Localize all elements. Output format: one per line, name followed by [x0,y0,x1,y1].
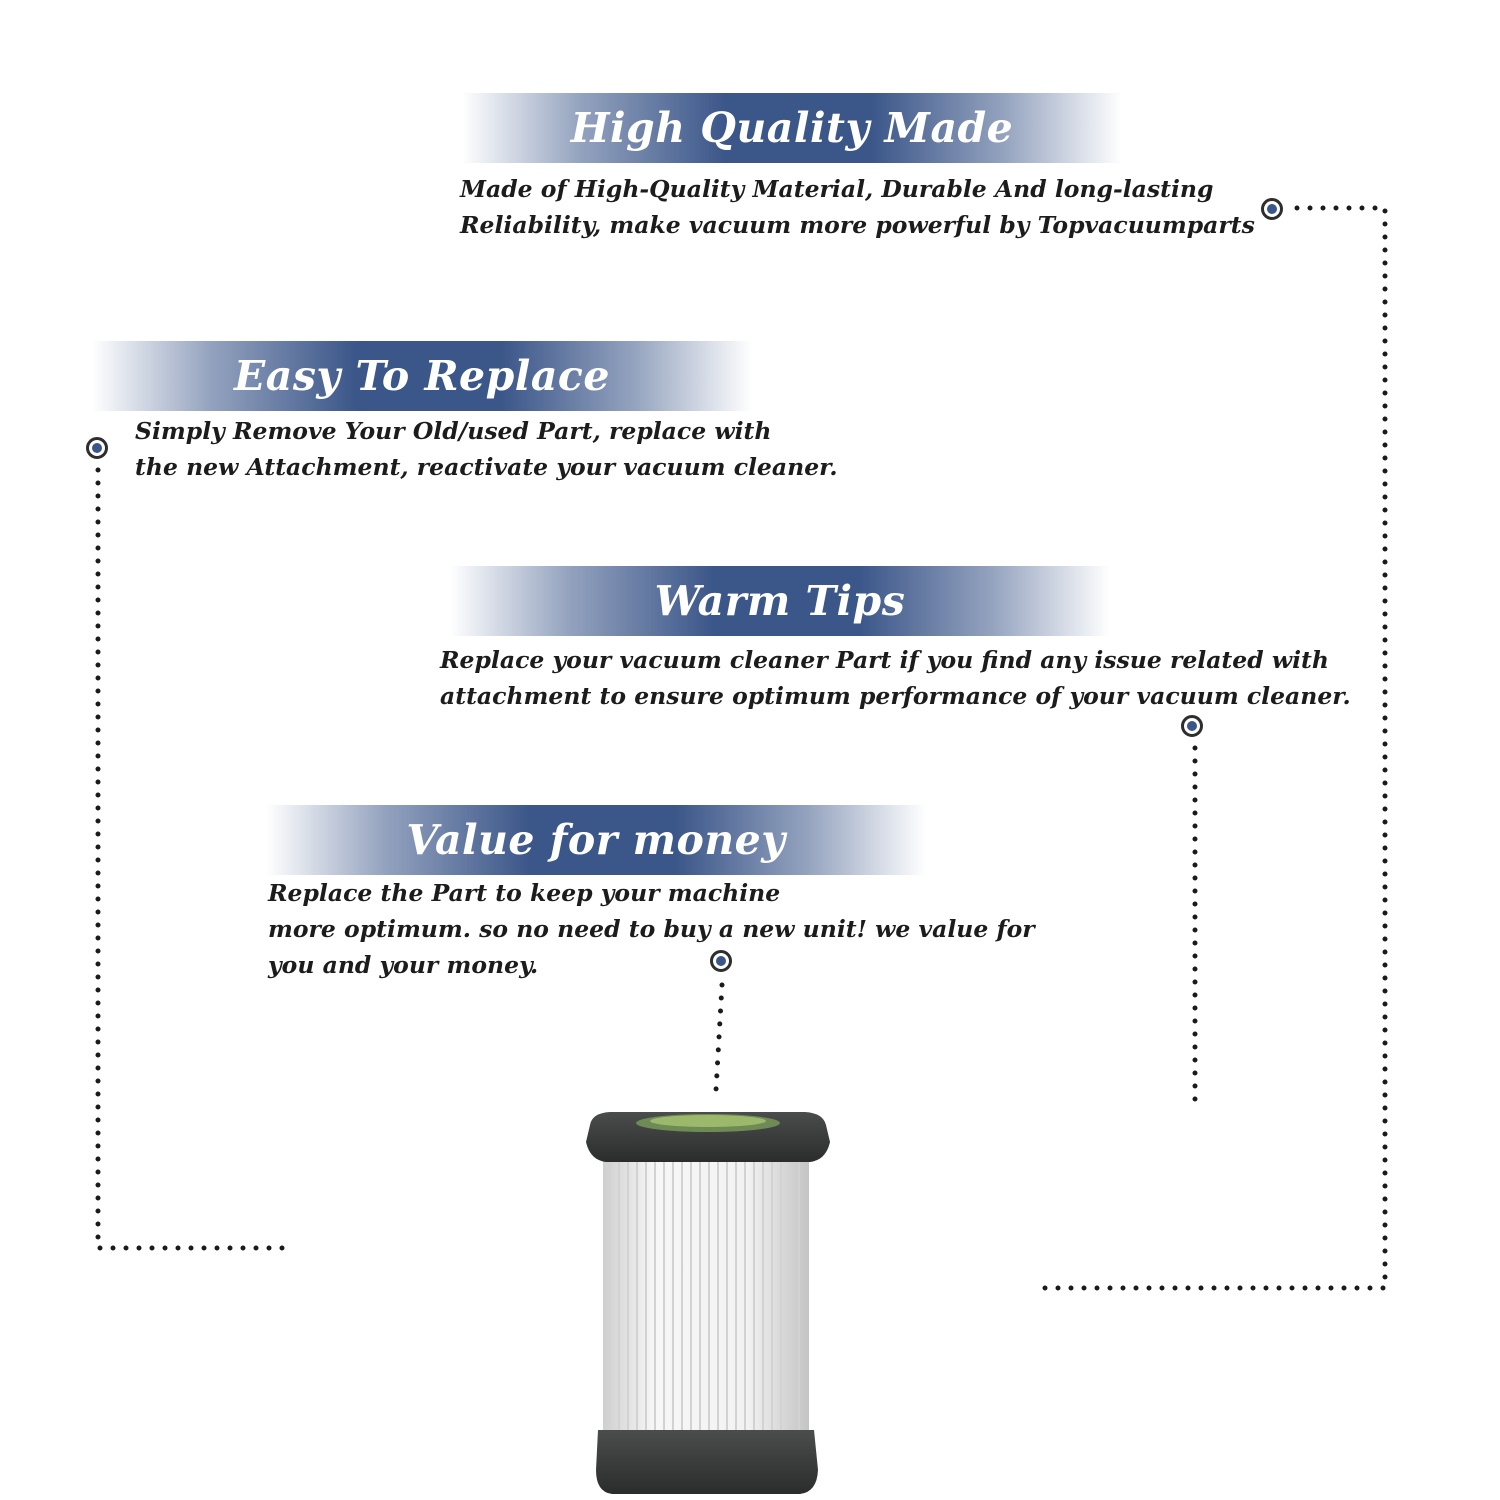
connector-value-money [713,982,725,1093]
section-title: Warm Tips [654,577,906,625]
section-title: High Quality Made [570,104,1014,152]
banner-warm-tips: Warm Tips [450,566,1110,636]
marker-dot-icon [1181,715,1203,737]
description-value-for-money: Replace the Part to keep your machine mo… [268,875,1035,983]
description-line: Replace the Part to keep your machine [268,879,781,907]
marker-dot-icon [86,437,108,459]
filter-pleat-lines [609,1160,800,1432]
banner-value-for-money: Value for money [266,805,926,875]
banner-easy-to-replace: Easy To Replace [92,341,752,411]
description-line: more optimum. so no need to buy a new un… [268,915,1035,943]
filter-bottom-cap [596,1430,818,1494]
description-line: Reliability, make vacuum more powerful b… [460,211,1255,239]
section-title: Easy To Replace [234,352,610,400]
description-line: you and your money. [268,951,539,979]
marker-dot-icon [710,950,732,972]
description-line: the new Attachment, reactivate your vacu… [135,453,838,481]
filter-label-ring [650,1115,766,1127]
marker-dot-icon [1261,198,1283,220]
description-easy-to-replace: Simply Remove Your Old/used Part, replac… [135,413,838,485]
connector-easy-replace [95,467,295,1251]
description-line: attachment to ensure optimum performance… [440,682,1351,710]
description-line: Made of High-Quality Material, Durable A… [460,175,1214,203]
description-line: Simply Remove Your Old/used Part, replac… [135,417,772,445]
section-title: Value for money [406,816,786,864]
banner-high-quality-made: High Quality Made [462,93,1122,163]
description-high-quality-made: Made of High-Quality Material, Durable A… [460,171,1255,243]
filter-pleats [603,1150,809,1450]
description-warm-tips: Replace your vacuum cleaner Part if you … [440,642,1351,714]
description-line: Replace your vacuum cleaner Part if you … [440,646,1329,674]
